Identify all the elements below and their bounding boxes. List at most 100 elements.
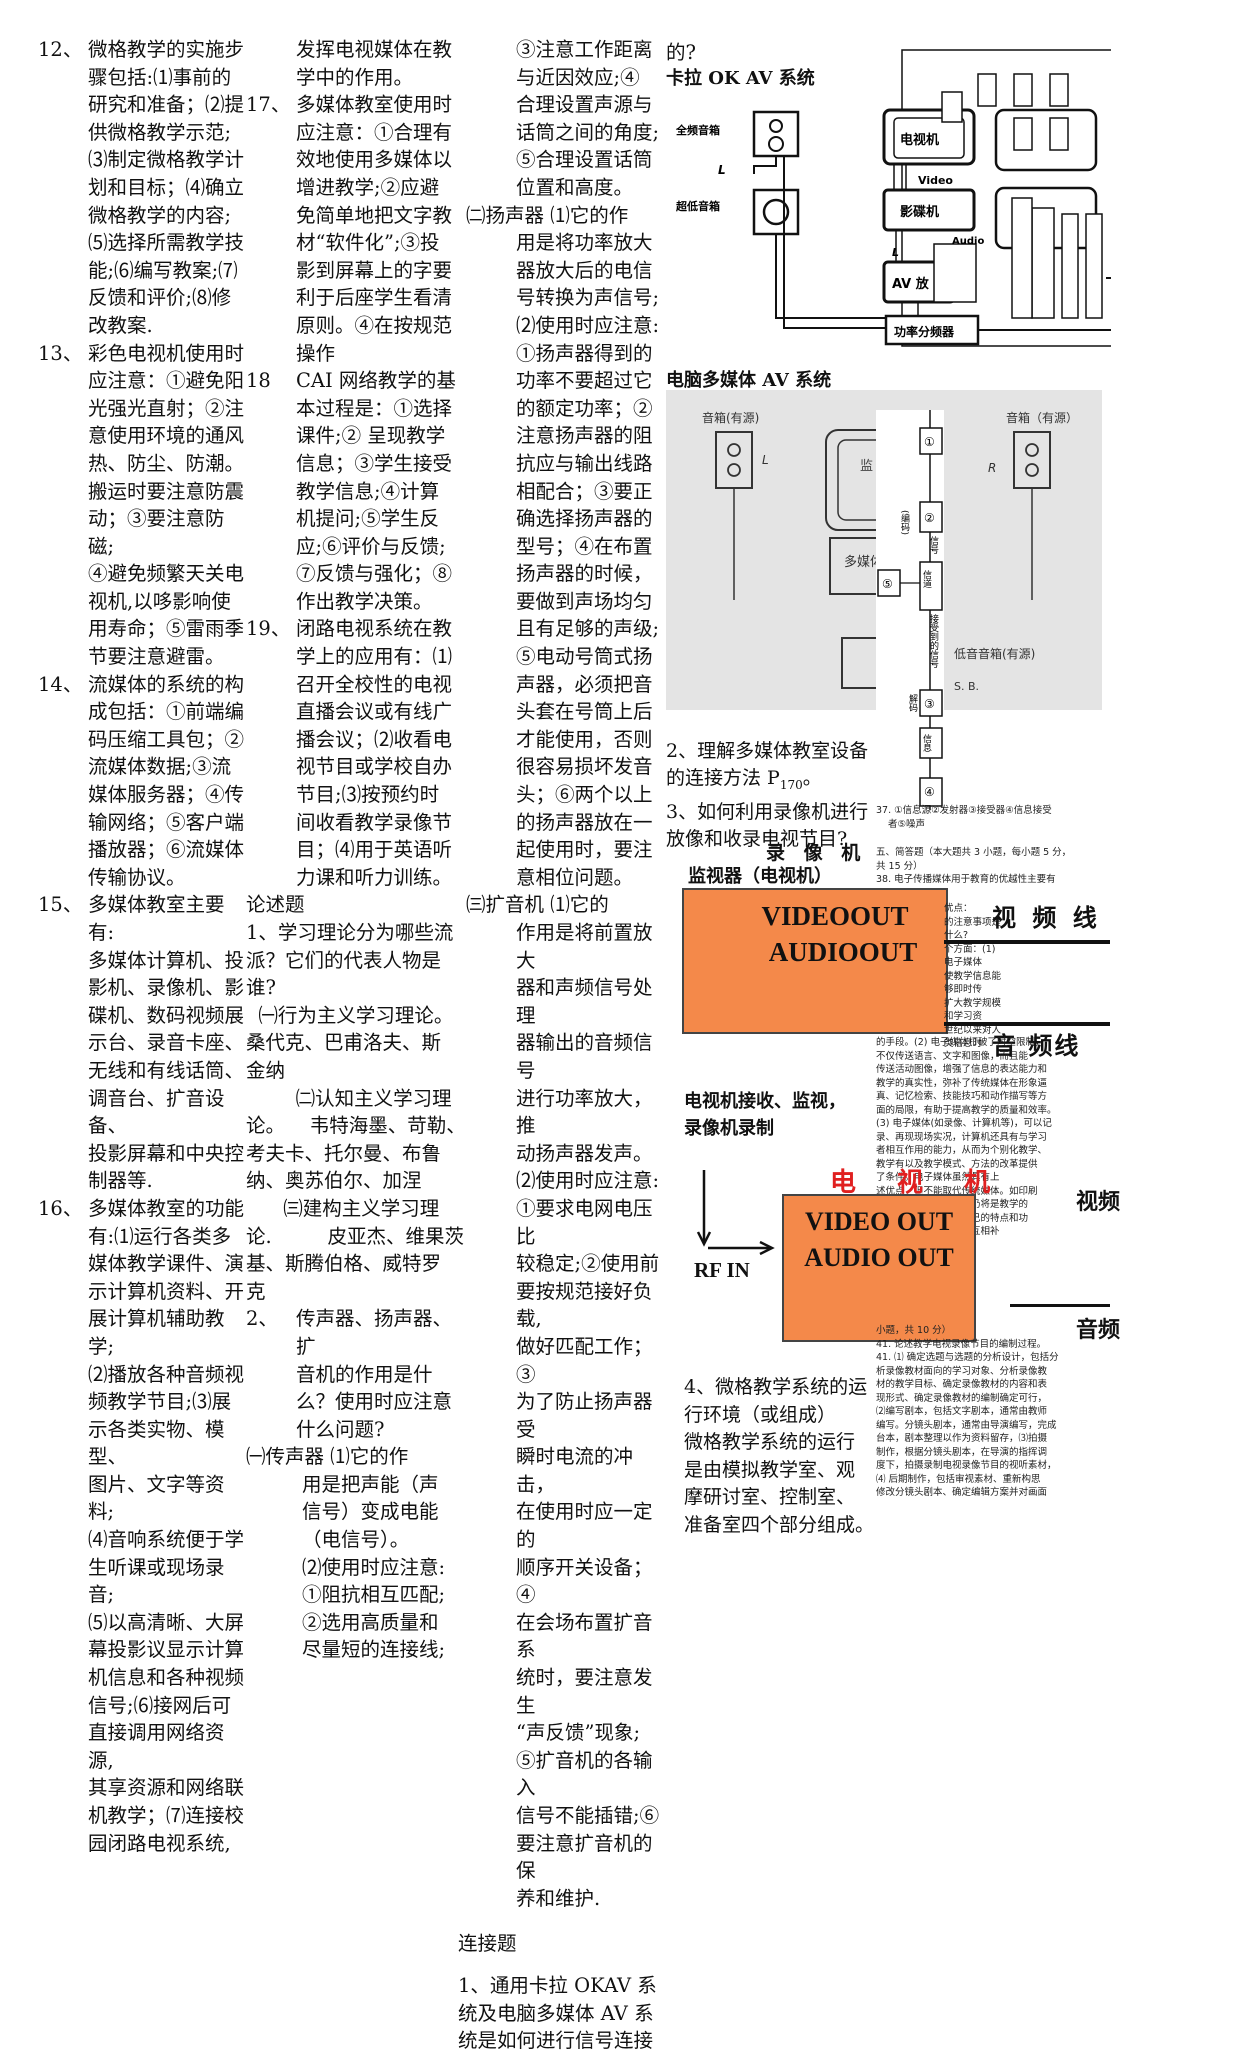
text-line: 影机、录像机、影	[88, 976, 245, 1000]
text-line: 用是将功率放大	[516, 231, 653, 255]
video-label: Video	[918, 174, 953, 187]
text-line: 示台、录音卡座、	[88, 1031, 245, 1055]
text-line: 器和声频信号处理	[516, 976, 653, 1027]
text-line: 园闭路电视系统,	[88, 1831, 231, 1855]
monitor-label: 监	[860, 459, 873, 474]
text-line: ⑷ 后期制作，包括审视素材、重新构思	[876, 1473, 1041, 1485]
question-4: 4、微格教学系统的运行环境（或组成）微格教学系统的运行是由模拟教学室、观摩研讨室…	[684, 1374, 876, 1540]
text-line: 小题，共 10 分）	[876, 1325, 952, 1336]
small-answer-41: 小题，共 10 分）41. 论述教学电视录像节目的编制过程。41. ⑴ 确定选题…	[876, 1324, 1108, 1500]
subwoofer-speaker	[752, 188, 800, 236]
tv-output-box: VIDEO OUT AUDIO OUT	[782, 1194, 976, 1342]
text-line: 多媒体教室使用时	[296, 93, 453, 117]
text-line: ㈢建构主义学习理	[246, 1196, 440, 1220]
text-line: 进行功率放大，推	[516, 1086, 653, 1138]
text-line: 直接调用网络资源,	[88, 1721, 225, 1772]
text-line: 要注意扩音机的保	[516, 1831, 653, 1883]
text-line: 视机,以哆影响使	[88, 589, 231, 613]
text-line: ④避免频繁天关电	[88, 562, 245, 586]
text-line: 应注意：①合理有	[296, 120, 453, 144]
text-line: 养和维护.	[516, 1886, 601, 1910]
monitor-tv-label: 监视器（电视机）	[688, 866, 832, 887]
flow-step-1: ①	[924, 435, 935, 449]
text-line: 抗应与输出线路	[516, 451, 653, 475]
text-line: 相配合；③要正	[516, 479, 653, 503]
text-line: 台本，剧本整理以作为资料留存，⑶拍摄	[876, 1433, 1048, 1444]
text-line: 闭路电视系统在教	[296, 617, 453, 641]
item-number: 12、	[38, 38, 83, 61]
flow-channel: 信道	[921, 569, 932, 589]
text-line: 论. 皮亚杰、维果茨	[246, 1224, 464, 1248]
text-line: 能;⑹编写教案;⑺	[88, 258, 238, 282]
flow-decode: 解码	[907, 693, 918, 713]
small-answer-37: 37. ①信息源②发射器③接受器④信息接受者⑤噪声	[876, 805, 1052, 830]
text-line: 无线和有线话筒、	[88, 1058, 245, 1082]
text-line: 纳、奥苏伯尔、加涅	[246, 1169, 422, 1193]
audio-cut-label: 音频	[1076, 1317, 1121, 1343]
text-line: 为了防止扬声器受	[516, 1390, 653, 1441]
text-line: ⑵编写剧本，包括文字剧本，通常由教师	[876, 1406, 1048, 1417]
text-line: 统是如何进行信号连接	[458, 2029, 654, 2053]
rf-arrow	[696, 1170, 775, 1256]
audio-cable-label: 音 频线	[992, 1031, 1081, 1060]
sub-heading: ㈠传声器 ⑴它的作	[246, 1445, 409, 1469]
text-line: 输网络；⑤客户端	[88, 810, 245, 834]
communication-flow-diagram: ① (编码) ② 信号 信道 ⑤ 接受到的信号 ③ 解码 信息 ④	[876, 410, 944, 810]
question-item: 2、传声器、扬声器、扩音机的作用是什么？使用时应注意什么问题?	[246, 1305, 458, 1443]
text-line: 投影屏幕和中央控	[88, 1141, 245, 1165]
text-line: 统及电脑多媒体 AV 系	[458, 2001, 654, 2025]
flow-step-4: ④	[924, 785, 935, 799]
text-line: 骤包括:⑴事前的	[88, 65, 232, 89]
text-line: 确选择扬声器的	[516, 507, 653, 531]
text-line: 摩研讨室、控制室、	[684, 1486, 856, 1509]
flow-step-3: ③	[924, 697, 935, 711]
text-line: 且有足够的声级;	[516, 617, 660, 641]
text-line: 论。 韦特海墨、苛勒、	[246, 1114, 466, 1138]
text-line: 连接题	[458, 1932, 517, 1956]
q3-line1: 3、如何利用录像机进行	[666, 800, 869, 823]
text-line: 改教案.	[88, 313, 153, 337]
right-speaker-label: 音箱（有源）	[1006, 410, 1078, 425]
text-line: 划和目标；⑷确立	[88, 175, 245, 199]
text-line: 视节目或学校自办	[296, 755, 453, 779]
text-line: 41. 论述教学电视录像节目的编制过程。	[876, 1338, 1047, 1350]
video-cut-label: 视频	[1076, 1189, 1121, 1215]
text-line: 位置和高度。	[516, 175, 634, 199]
text-line: 行环境（或组成）	[684, 1403, 837, 1426]
text-line: 示计算机资料、开	[88, 1279, 245, 1303]
col4-q-end: 的?	[666, 41, 696, 64]
tv-record-caption: 电视机接收、监视，录像机录制	[684, 1091, 846, 1139]
text-line: ①要求电网电压比	[516, 1196, 653, 1248]
text-line: ⑸以高清晰、大屏	[88, 1610, 245, 1634]
column-1: 12、微格教学的实施步骤包括:⑴事前的研究和准备；⑵提供微格教学示范;⑶制定微格…	[38, 36, 248, 1857]
text-line: 机信息和各种视频	[88, 1666, 245, 1690]
text-line: 机教学；⑺连接校	[88, 1804, 245, 1827]
text-line: 节要注意避雷。	[88, 645, 225, 669]
text-line: 很容易损坏发音	[516, 755, 653, 779]
text-line: 材的教学目标、确定录像教材的内容和表	[876, 1379, 1048, 1390]
pc-av-title: 电脑多媒体 AV 系统	[666, 370, 832, 391]
text-line: 动；③要注意防磁;	[88, 507, 225, 558]
item-number: 16、	[38, 1196, 83, 1220]
text-line: 学中的作用。	[296, 65, 414, 89]
subwoofer-label-pc: 低音音箱(有源)	[954, 646, 1035, 661]
text-line: 教学有以及教学模式、方法的改革提供	[876, 1158, 1038, 1170]
flow-step-5: ⑤	[882, 577, 893, 591]
text-line: 在使用时应一定的	[516, 1500, 653, 1552]
col1-item: 15、多媒体教室主要有:多媒体计算机、投影机、录像机、影碟机、数码视频展示台、录…	[38, 891, 248, 1195]
sub-heading: ㈢扩音机 ⑴它的	[466, 893, 609, 917]
text-line: 准备室四个部分组成。	[684, 1513, 875, 1536]
text-line: ㈠行为主义学习理论。	[246, 1003, 454, 1027]
text-line: 编写。分镜头剧本，通常由导演编写，完成	[876, 1419, 1057, 1431]
text-line: 尽量短的连接线;	[302, 1638, 446, 1662]
text-line: 型号；④在布置	[516, 534, 653, 558]
text-line: ⑵使用时应注意:	[516, 313, 660, 337]
power-divider-label: 功率分频器	[894, 324, 955, 339]
text-line: 应;⑥评价与反馈;	[296, 534, 446, 558]
text-line: ⑵使用时应注意:	[516, 1169, 660, 1193]
text-line: （电信号）。	[302, 1528, 410, 1552]
left-speaker-label: 音箱(有源)	[702, 410, 759, 425]
text-line: 较稳定;②使用前	[516, 1252, 660, 1276]
text-line: 媒体服务器；④传	[88, 783, 245, 807]
item-number: 2、	[246, 1307, 278, 1331]
